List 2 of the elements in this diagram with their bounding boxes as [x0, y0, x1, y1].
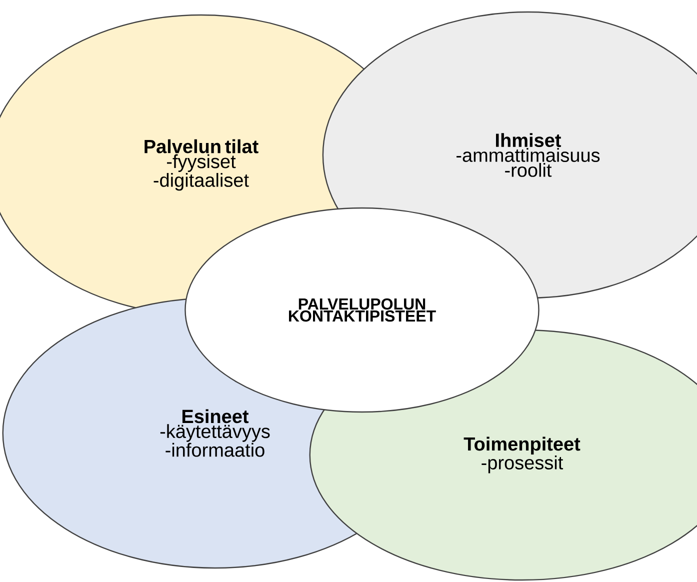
ellipse-node: Ihmiset -ammattimaisuus -roolit [322, 11, 697, 299]
ellipse-node: Toimenpiteet -prosessit [309, 329, 697, 581]
